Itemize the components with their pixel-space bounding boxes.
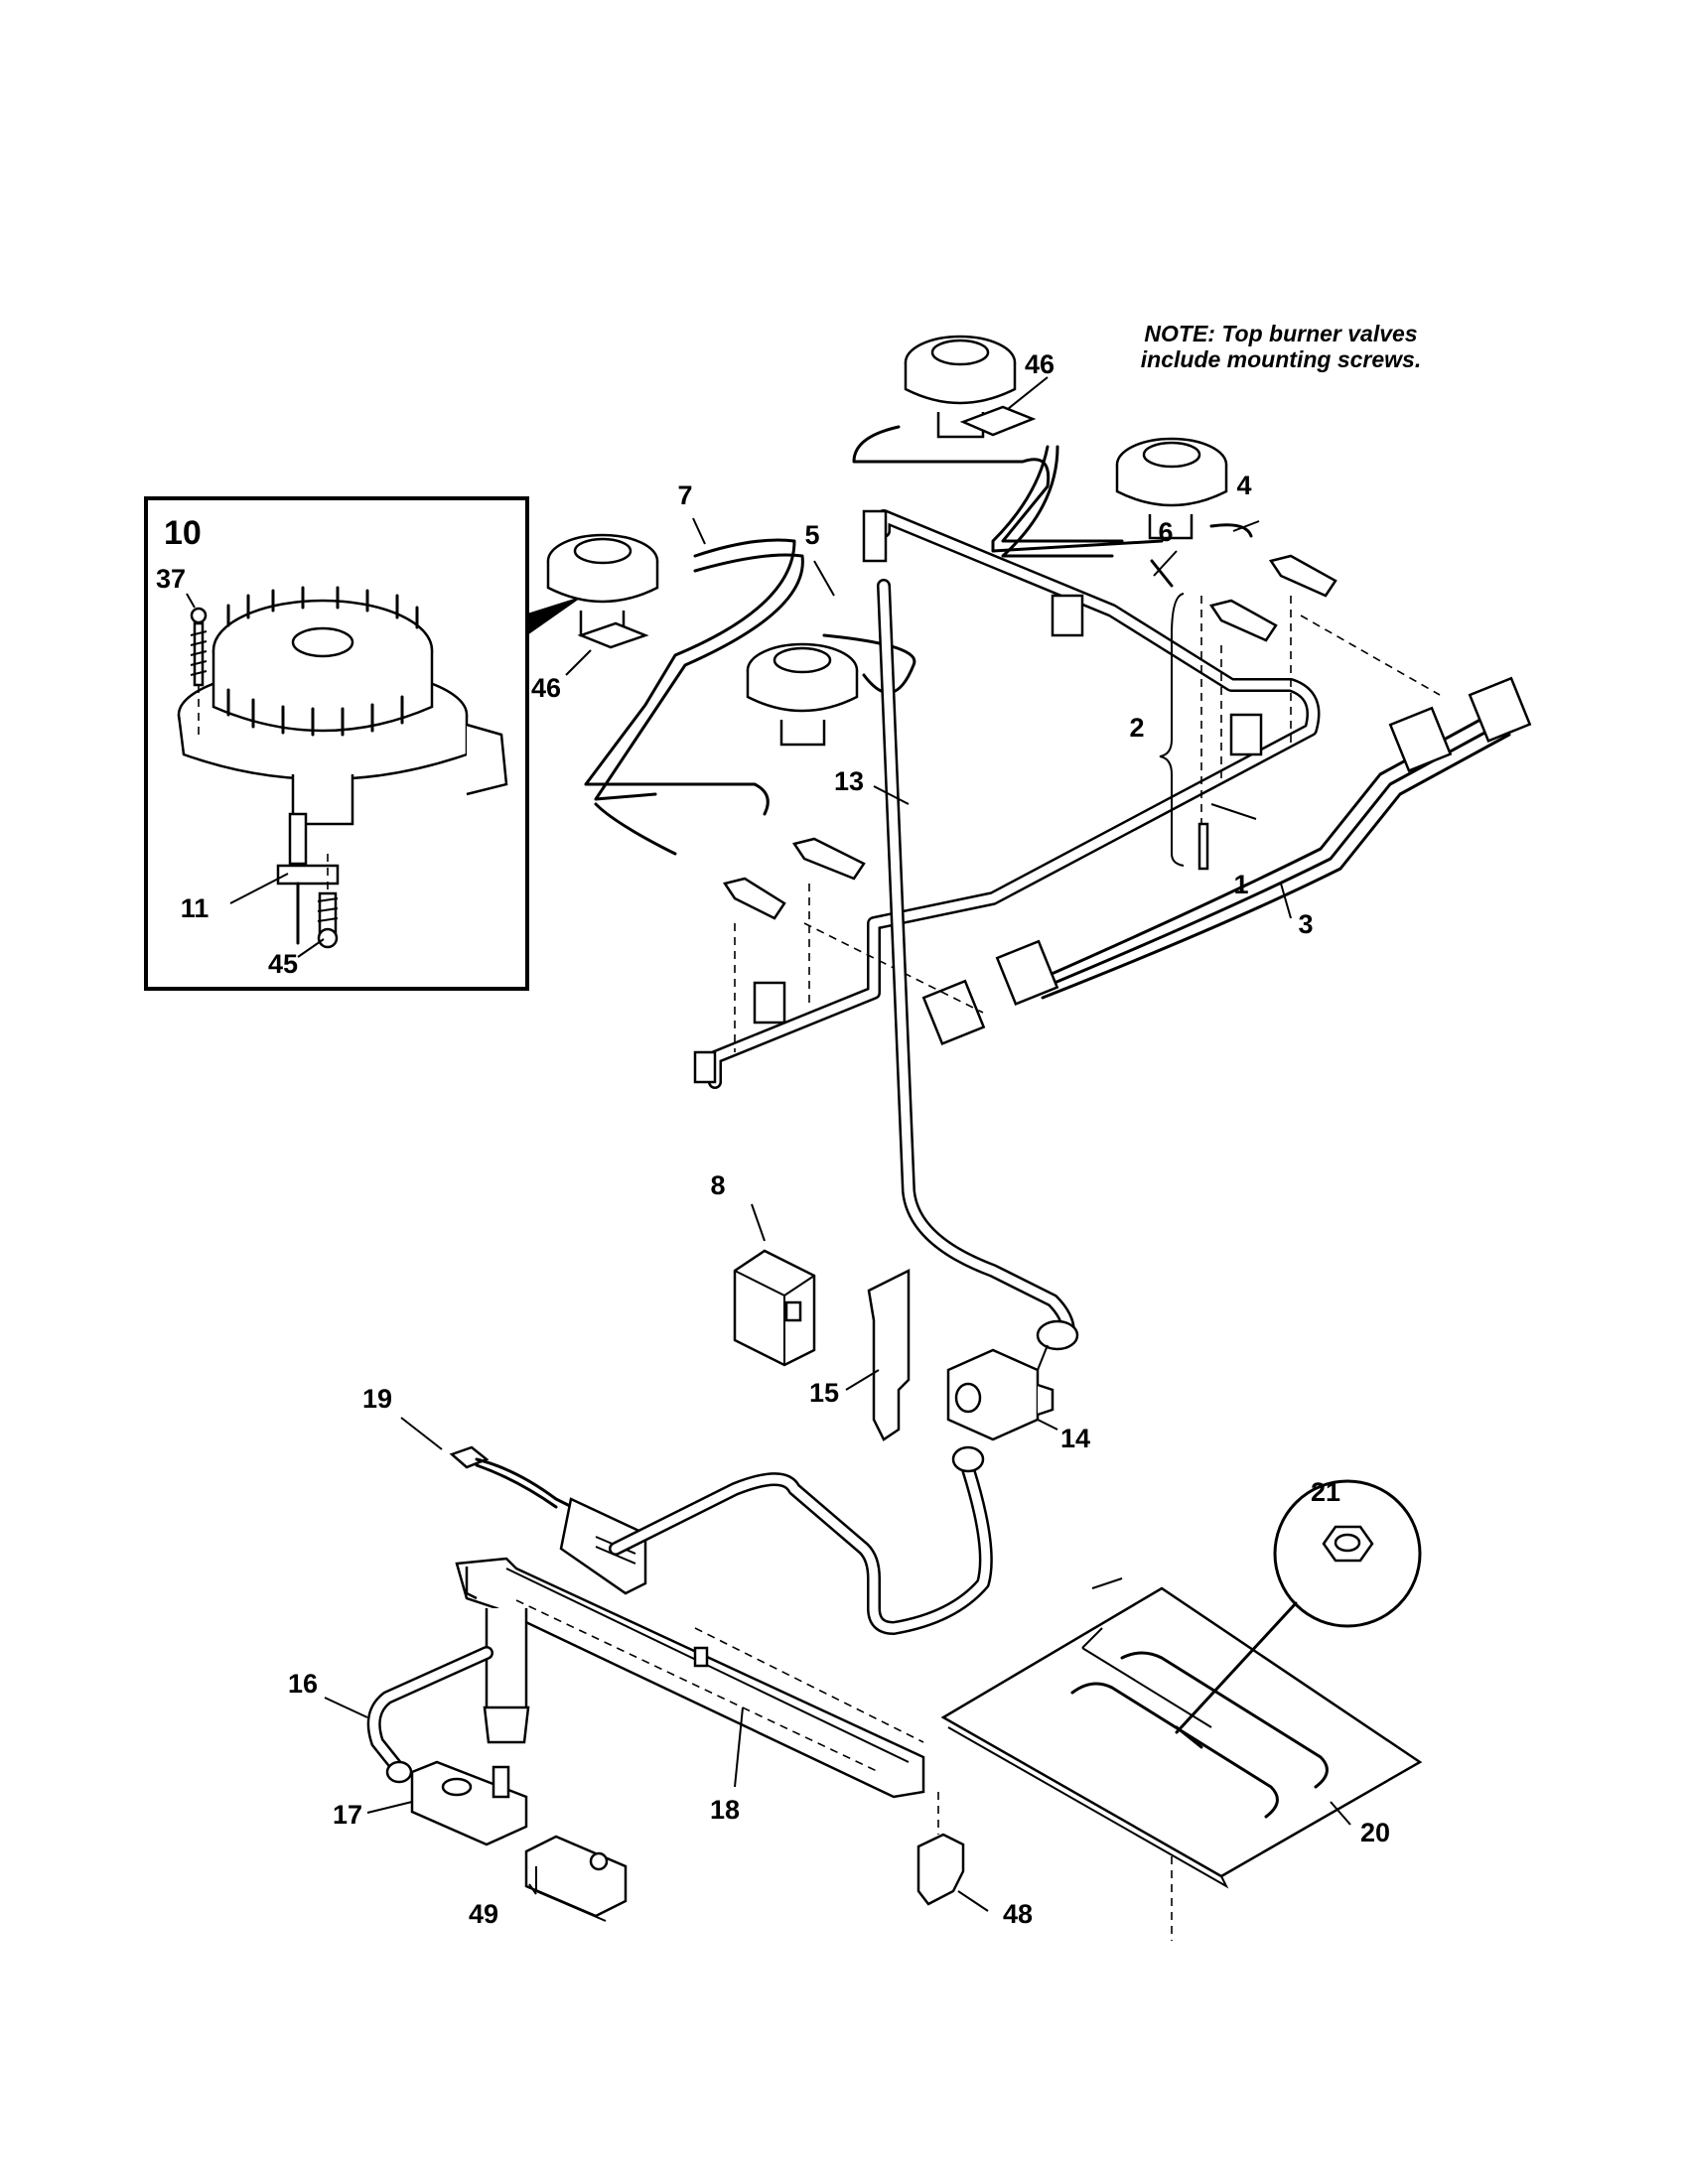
- inset-box-burner-valve: 10: [144, 496, 584, 991]
- inset-title: 10: [164, 514, 202, 552]
- leader-lines: [324, 376, 1351, 1912]
- note: NOTE: Top burner valves include mounting…: [1141, 321, 1421, 372]
- callout-46-left: 46: [531, 673, 561, 703]
- callout-5: 5: [804, 520, 819, 550]
- callout-1: 1: [1233, 870, 1248, 899]
- callout-17: 17: [333, 1800, 362, 1830]
- bracket-15-icon: [867, 1268, 911, 1441]
- callout-21: 21: [1311, 1477, 1340, 1507]
- bracket-49-icon: [524, 1835, 628, 1922]
- bracket-48-icon: [916, 1792, 965, 1906]
- callout-6: 6: [1158, 517, 1173, 547]
- callout-2: 2: [1129, 713, 1144, 743]
- callout-19: 19: [362, 1384, 392, 1414]
- inset-pointer-icon: [527, 596, 584, 635]
- callout-4: 4: [1236, 471, 1251, 500]
- note-line-1: NOTE: Top burner valves: [1144, 321, 1417, 346]
- label-11: 11: [181, 893, 210, 923]
- callout-15: 15: [809, 1378, 839, 1408]
- label-37: 37: [156, 564, 186, 594]
- oven-ignitor-19-icon: [449, 1445, 647, 1595]
- callout-7: 7: [677, 480, 692, 510]
- callout-3: 3: [1298, 909, 1313, 939]
- top-burner-valve-rear-left-icon: [904, 335, 1017, 439]
- callout-14: 14: [1060, 1424, 1090, 1453]
- oven-safety-valve-17-icon: [410, 1760, 528, 1846]
- bracket-2-icon: [1159, 593, 1209, 871]
- screw-37-icon: [190, 607, 208, 735]
- plate-46-left-icon: [577, 621, 649, 649]
- callout-labels: 1 2 3 4 5 6 7 8 13 14 15 16 17 18 19 20 …: [288, 349, 1390, 1929]
- top-burner-valve-front-left-icon: [546, 533, 659, 637]
- plate-46-top-icon: [959, 405, 1037, 437]
- nut-21-detail: [1175, 1479, 1422, 1734]
- oven-supply-tube-icon: [609, 1445, 993, 1635]
- callout-13: 13: [834, 766, 864, 796]
- callout-48: 48: [1003, 1899, 1033, 1929]
- note-line-2: include mounting screws.: [1141, 346, 1421, 372]
- callout-8: 8: [710, 1170, 725, 1200]
- spark-module-8-icon: [733, 1249, 816, 1367]
- oven-burner-18-icon: [455, 1557, 925, 1799]
- burner-tubing: [584, 425, 1253, 856]
- ignitor-wires-icon: [921, 676, 1532, 1046]
- orifice-pin-11-icon: [276, 812, 340, 945]
- label-45: 45: [268, 949, 298, 979]
- callout-46-top: 46: [1025, 349, 1055, 379]
- callout-16: 16: [288, 1669, 318, 1699]
- screw-45-icon: [317, 854, 339, 949]
- pilot-tube-16-icon: [366, 1646, 493, 1784]
- top-burner-valve-front-right-icon: [746, 642, 859, 747]
- flame-spreader-20-icon: [940, 1577, 1423, 1941]
- pressure-regulator-14-icon: [946, 1319, 1079, 1441]
- callout-18: 18: [710, 1795, 740, 1825]
- top-burner-valve-rear-right-icon: [1115, 437, 1228, 540]
- orifice-hoods-icon: [722, 554, 1337, 920]
- burner-valve-head-icon: [177, 586, 508, 826]
- callout-49: 49: [469, 1899, 498, 1929]
- callout-20: 20: [1360, 1818, 1390, 1847]
